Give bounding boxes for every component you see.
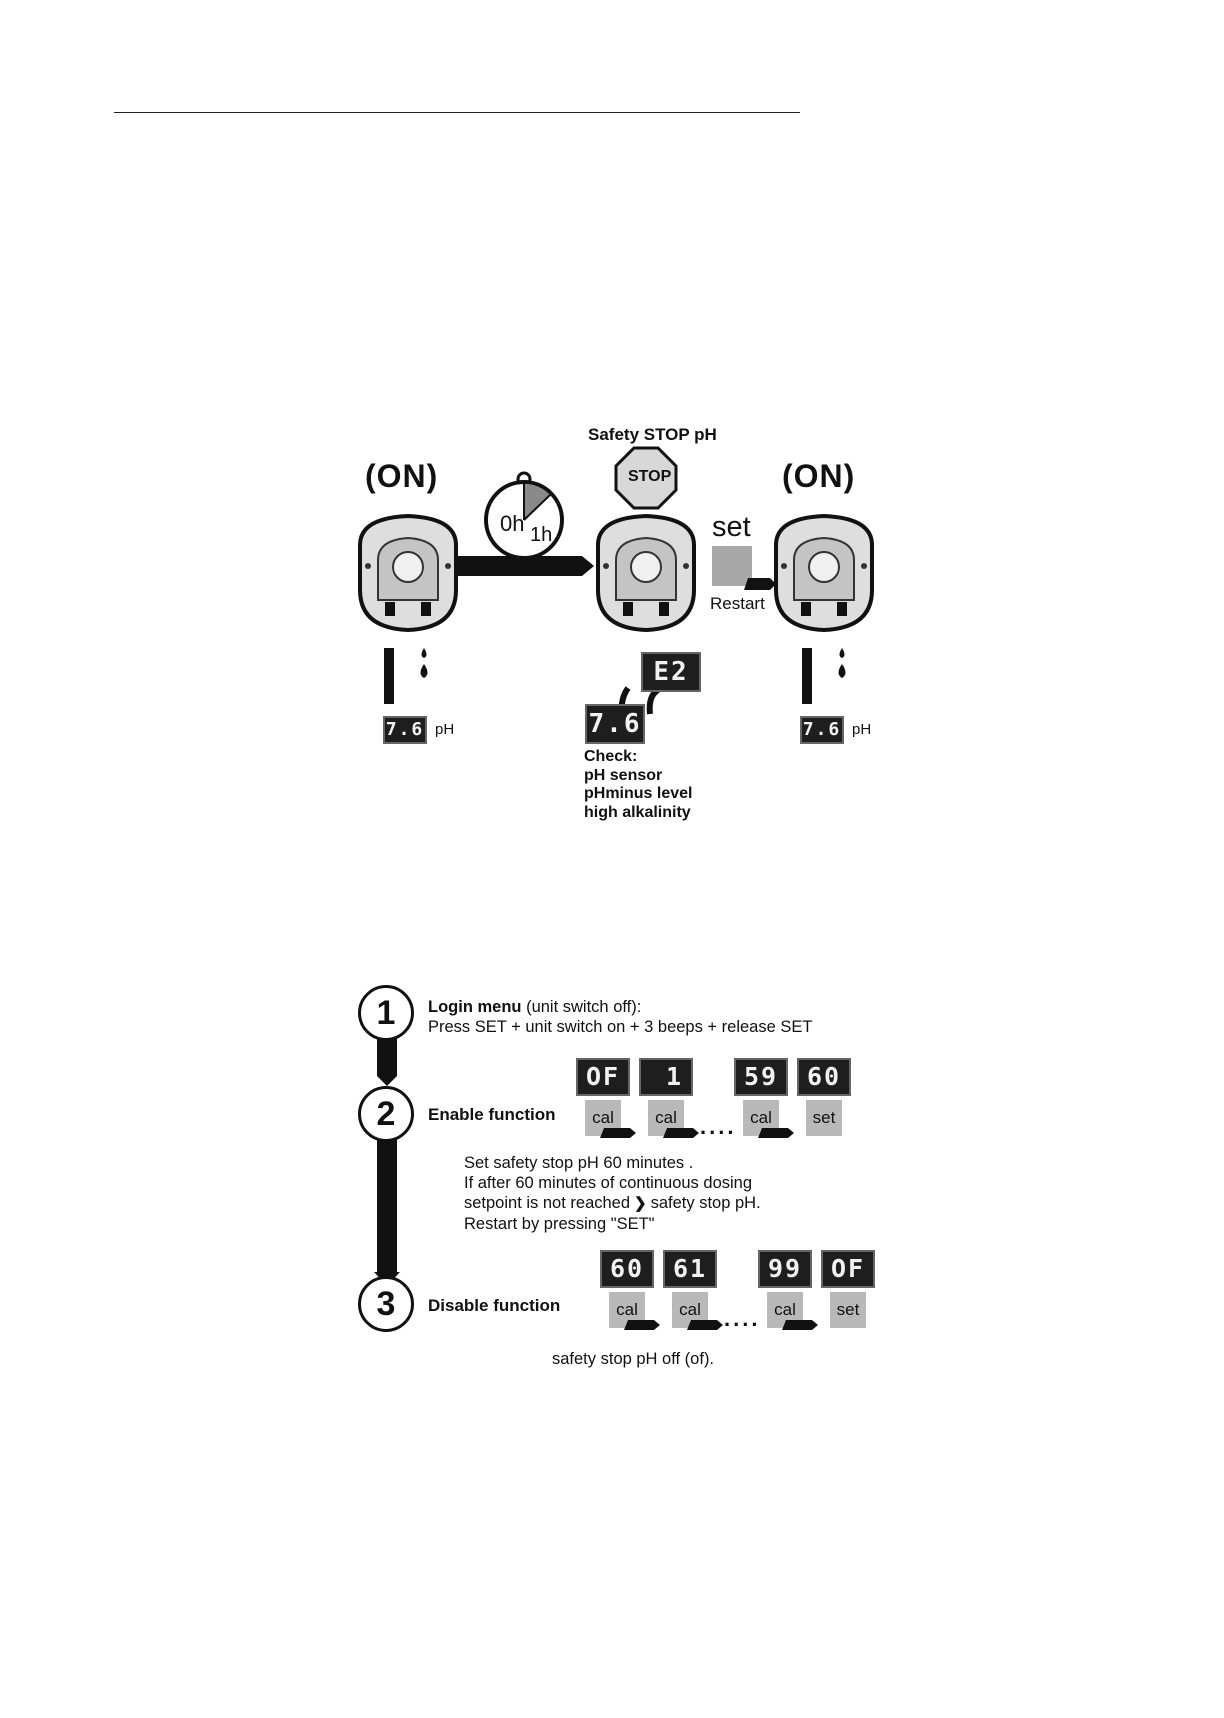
restart-label: Restart bbox=[710, 594, 765, 613]
dosing-tube-right bbox=[802, 648, 812, 704]
top-rule bbox=[114, 112, 800, 113]
step-2-note: Set safety stop pH 60 minutes . If after… bbox=[464, 1153, 761, 1234]
check-list: Check: pH sensor pHminus level high alka… bbox=[584, 748, 692, 822]
on-label-left: (ON) bbox=[365, 458, 439, 494]
chevron-right-icon: ❯ bbox=[634, 1195, 647, 1212]
stopwatch-icon bbox=[484, 471, 564, 560]
check-item: high alkalinity bbox=[584, 803, 691, 821]
diagram1-graphics bbox=[358, 446, 874, 723]
step-connector-graphics bbox=[374, 1036, 400, 1286]
ph-display-right: 7.6 bbox=[800, 716, 844, 744]
step-2-display: 60 bbox=[797, 1058, 851, 1096]
step-3-key-arrows bbox=[624, 1320, 818, 1330]
set-arrow bbox=[744, 578, 776, 590]
step-3-display: 60 bbox=[600, 1250, 654, 1288]
set-key: set bbox=[830, 1292, 866, 1328]
pump-middle-icon bbox=[596, 513, 696, 633]
cal-key: cal bbox=[672, 1292, 708, 1328]
step-3-title: Disable function bbox=[428, 1296, 561, 1315]
set-button-graphic bbox=[712, 546, 752, 586]
step-1-text: Login menu (unit switch off): Press SET … bbox=[428, 997, 812, 1037]
drop-icon bbox=[421, 648, 427, 658]
step-3-display: 99 bbox=[758, 1250, 812, 1288]
ph-display-middle: 7.6 bbox=[585, 704, 645, 744]
cal-key: cal bbox=[648, 1100, 684, 1136]
step-3-circle: 3 bbox=[358, 1276, 414, 1332]
step-3-display: 61 bbox=[663, 1250, 717, 1288]
step-3-display: OF bbox=[821, 1250, 875, 1288]
on-label-right: (ON) bbox=[782, 458, 856, 494]
error-display: E2 bbox=[641, 652, 701, 692]
cal-key: cal bbox=[767, 1292, 803, 1328]
step-1-circle: 1 bbox=[358, 985, 414, 1041]
pump-left-icon bbox=[358, 513, 458, 633]
stop-sign-label: STOP bbox=[628, 468, 672, 485]
step-3-ellipsis: .... bbox=[724, 1306, 761, 1331]
step-2-ellipsis: .... bbox=[700, 1114, 737, 1139]
drop-icon bbox=[839, 648, 845, 658]
drop-icon bbox=[420, 664, 428, 678]
diagram-title: Safety STOP pH bbox=[588, 425, 717, 444]
check-item: pHminus level bbox=[584, 785, 693, 802]
step-2-display: 1 bbox=[639, 1058, 693, 1096]
drop-icon bbox=[838, 664, 846, 678]
step-1-instruction: Press SET + unit switch on + 3 beeps + r… bbox=[428, 1018, 813, 1036]
step-2-display: 59 bbox=[734, 1058, 788, 1096]
flow-arrow-1 bbox=[440, 556, 594, 576]
set-key: set bbox=[806, 1100, 842, 1136]
step-2-title: Enable function bbox=[428, 1105, 556, 1124]
note-line: If after 60 minutes of continuous dosing bbox=[464, 1174, 753, 1192]
pump-right-icon bbox=[774, 513, 874, 633]
cal-key: cal bbox=[743, 1100, 779, 1136]
step-2-display: OF bbox=[576, 1058, 630, 1096]
ph-unit-right: pH bbox=[852, 721, 872, 738]
ph-unit-left: pH bbox=[435, 721, 455, 738]
timer-end-label: 1h bbox=[530, 524, 553, 546]
step-1-title: Login menu bbox=[428, 998, 522, 1016]
step-2-circle: 2 bbox=[358, 1086, 414, 1142]
step-3-footer: safety stop pH off (of). bbox=[552, 1350, 715, 1368]
check-item: pH sensor bbox=[584, 766, 663, 784]
note-line: Restart by pressing "SET" bbox=[464, 1215, 655, 1233]
dosing-tube-left bbox=[384, 648, 394, 704]
note-line: setpoint is not reached bbox=[464, 1194, 631, 1212]
step-1-title-suffix: (unit switch off): bbox=[521, 998, 642, 1016]
timer-start-label: 0h bbox=[500, 511, 525, 536]
set-label: set bbox=[712, 511, 751, 543]
note-line: Set safety stop pH 60 minutes . bbox=[464, 1154, 694, 1172]
check-title: Check: bbox=[584, 748, 638, 765]
stop-sign-icon bbox=[614, 446, 678, 510]
note-line: safety stop pH. bbox=[650, 1194, 761, 1212]
ph-display-left: 7.6 bbox=[383, 716, 427, 744]
step-2-key-arrows bbox=[600, 1128, 794, 1138]
